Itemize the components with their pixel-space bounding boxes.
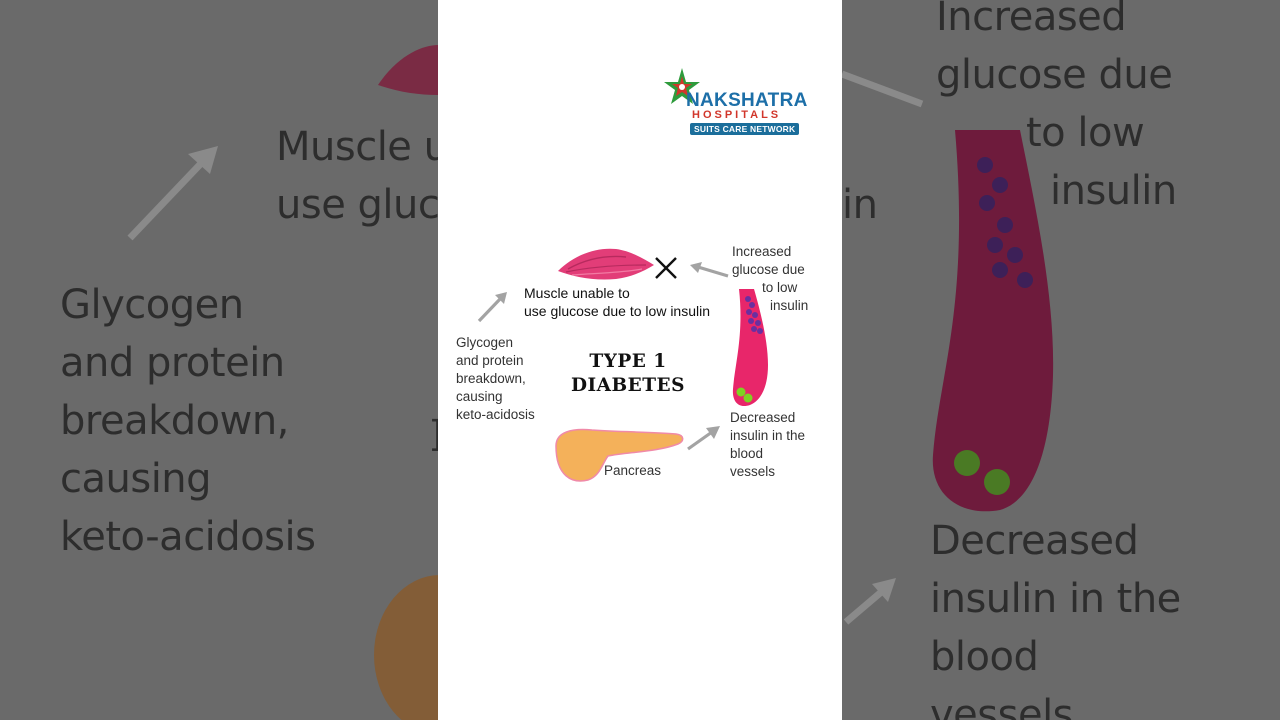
glycogen-line-4: causing bbox=[456, 388, 566, 406]
glycogen-line-2: and protein bbox=[456, 352, 566, 370]
background-decreased-2: insulin in the bbox=[930, 570, 1181, 628]
background-glycogen-1: Glycogen bbox=[60, 276, 244, 334]
decreased-line-3: blood bbox=[730, 445, 830, 463]
x-mark-icon bbox=[654, 256, 678, 280]
increased-line-4: insulin bbox=[732, 297, 832, 315]
muscle-label-line-1: Muscle unable to bbox=[524, 284, 734, 302]
background-decreased-1: Decreased bbox=[930, 512, 1138, 570]
glycogen-line-1: Glycogen bbox=[456, 334, 566, 352]
hospital-logo: NAKSHATRA HOSPITALS SUITS CARE NETWORK bbox=[658, 64, 818, 144]
increased-line-3: to low bbox=[732, 279, 832, 297]
arrow-icon bbox=[688, 262, 730, 280]
decreased-line-1: Decreased bbox=[730, 409, 830, 427]
decreased-insulin-label: Decreased insulin in the blood vessels bbox=[730, 409, 830, 481]
background-increased-4: insulin bbox=[1050, 162, 1177, 220]
background-arrow-icon-2 bbox=[842, 66, 932, 116]
title-line-1: TYPE 1 bbox=[568, 350, 688, 374]
background-increased-1: Increased bbox=[936, 0, 1126, 46]
background-glycogen-4: causing bbox=[60, 450, 211, 508]
muscle-shape bbox=[556, 245, 656, 283]
background-decreased-4: vessels bbox=[930, 686, 1073, 720]
arrow-icon bbox=[686, 424, 722, 452]
diagram-card: NAKSHATRA HOSPITALS SUITS CARE NETWORK bbox=[438, 0, 842, 720]
background-vessel-shape bbox=[925, 125, 1065, 515]
muscle-label-line-2: use glucose due to low insulin bbox=[524, 302, 734, 320]
glycogen-line-5: keto-acidosis bbox=[456, 406, 566, 424]
muscle-label: Muscle unable to use glucose due to low … bbox=[524, 284, 734, 320]
title-line-2: DIABETES bbox=[568, 374, 688, 398]
brand-sub: HOSPITALS bbox=[692, 109, 781, 121]
background-pancreas-shape bbox=[368, 575, 448, 720]
increased-line-1: Increased bbox=[732, 243, 832, 261]
background-glycogen-5: keto-acidosis bbox=[60, 508, 315, 566]
glycogen-line-3: breakdown, bbox=[456, 370, 566, 388]
arrow-icon bbox=[476, 290, 510, 324]
background-arrow-icon-3 bbox=[842, 570, 902, 630]
background-in-fragment: in bbox=[842, 176, 877, 234]
brand-network: SUITS CARE NETWORK bbox=[690, 123, 799, 135]
decreased-line-2: insulin in the bbox=[730, 427, 830, 445]
increased-glucose-label: Increased glucose due to low insulin bbox=[732, 243, 832, 315]
background-muscle-text-1: Muscle u bbox=[276, 118, 448, 176]
background-muscle-text-2: use gluc bbox=[276, 176, 439, 234]
pancreas-label: Pancreas bbox=[604, 462, 661, 480]
decreased-line-4: vessels bbox=[730, 463, 830, 481]
background-glycogen-3: breakdown, bbox=[60, 392, 289, 450]
background-decreased-3: blood bbox=[930, 628, 1038, 686]
glycogen-label: Glycogen and protein breakdown, causing … bbox=[456, 334, 566, 424]
background-arrow-icon bbox=[118, 140, 228, 250]
background-increased-2: glucose due bbox=[936, 46, 1172, 104]
diagram-title: TYPE 1 DIABETES bbox=[568, 350, 688, 398]
background-muscle-shape bbox=[378, 40, 438, 100]
background-glycogen-2: and protein bbox=[60, 334, 285, 392]
increased-line-2: glucose due bbox=[732, 261, 832, 279]
